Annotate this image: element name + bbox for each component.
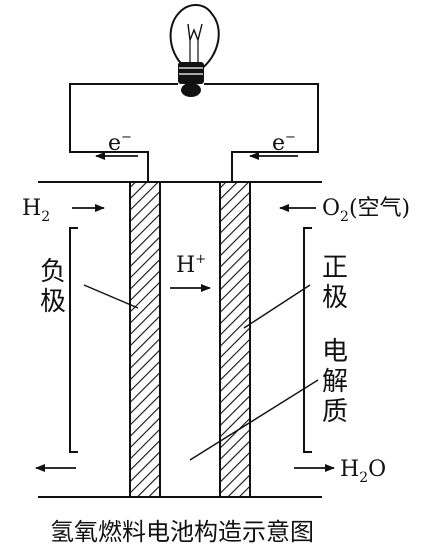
electrolyte-leader-line [189,379,319,461]
cathode-leader-line [243,284,311,329]
o2-label: O2(空气) [322,196,410,225]
cathode-bracket [303,227,312,453]
electron-label-left: e− [108,130,132,156]
electron-label-right: e− [272,130,296,156]
anode-bracket [69,227,78,453]
h2-label: H2 [22,196,50,225]
anode-label-char-1: 负 [40,257,66,287]
cathode-label-char-2: 极 [322,283,348,313]
water-label: H2O [340,457,386,486]
cathode-label-char-1: 正 [322,253,348,283]
electrolyte-label-char-3: 质 [322,397,348,427]
external-circuit-wire [69,83,319,182]
electrolyte-label-char-1: 电 [322,337,348,367]
electrolyte-label-char-2: 解 [322,367,348,397]
anode-electrode [129,181,161,498]
anode-label-char-2: 极 [40,287,66,317]
anode-leader-line [83,284,139,309]
cathode-electrode [219,181,251,498]
diagram-caption: 氢氧燃料电池构造示意图 [50,518,314,546]
proton-label: H+ [176,252,206,278]
light-bulb-icon [169,4,220,97]
